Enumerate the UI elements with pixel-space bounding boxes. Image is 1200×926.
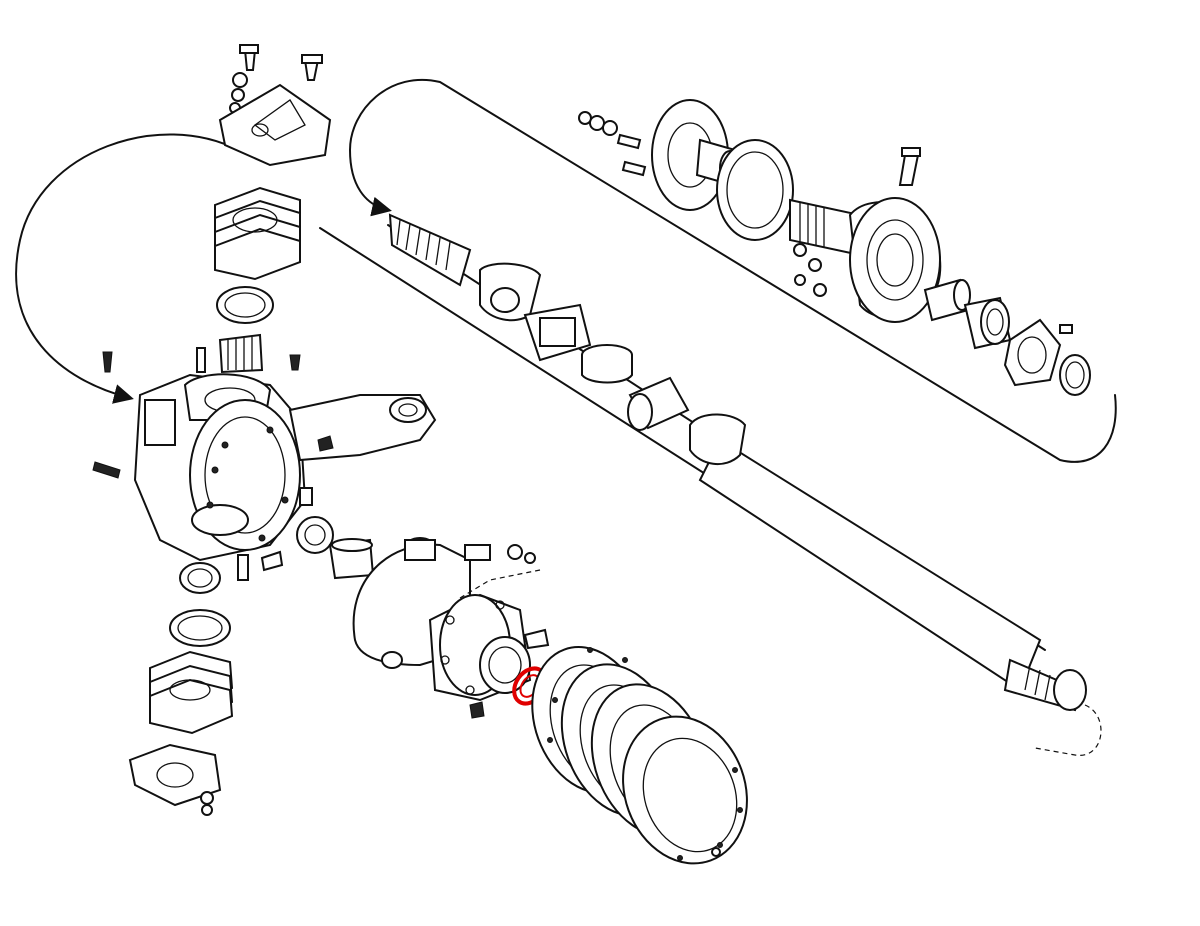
bottom-plate (128, 743, 222, 816)
small-screw-right (1059, 324, 1073, 334)
swivel-housing (133, 373, 437, 562)
hub-small-parts (793, 243, 827, 297)
taper-bearing-top (218, 333, 264, 374)
top-bolts (229, 44, 323, 114)
assembly-arrow-top (349, 78, 1117, 463)
retainer-plate (1003, 318, 1062, 387)
hub-fasteners (464, 544, 550, 719)
taper-bearing-bottom (179, 562, 221, 594)
hub-bearing (963, 296, 1012, 350)
bearing-cup-bottom (169, 609, 231, 647)
housing-studs (92, 461, 313, 581)
hub-dashed-guide (459, 569, 541, 599)
grease-nipples (102, 347, 301, 373)
bearing-cup-top (216, 286, 274, 324)
stub-axle-housing (789, 197, 942, 323)
uj-yoke-outer (689, 413, 747, 466)
hub-flange (428, 593, 532, 702)
assembly-line-bottom-right (1034, 704, 1102, 756)
uj-cross-spider (523, 303, 592, 362)
drum-ring-stack (531, 646, 748, 865)
hub-bush (923, 278, 971, 322)
axle-shaft (319, 213, 1087, 712)
lower-bush-items (260, 516, 375, 580)
flange-gasket (716, 139, 794, 241)
housing-bolt (898, 147, 921, 186)
swivel-pin-bracket (218, 83, 332, 167)
shim-stack-top (214, 186, 301, 281)
uj-cup (581, 344, 633, 384)
assembly-arrow-left (15, 133, 239, 404)
shim-stack-bottom (149, 650, 234, 735)
uj-bush (627, 376, 690, 431)
uj-yoke-inner (479, 262, 542, 322)
retainer-ring (1059, 354, 1091, 396)
small-nuts-top (578, 111, 647, 177)
